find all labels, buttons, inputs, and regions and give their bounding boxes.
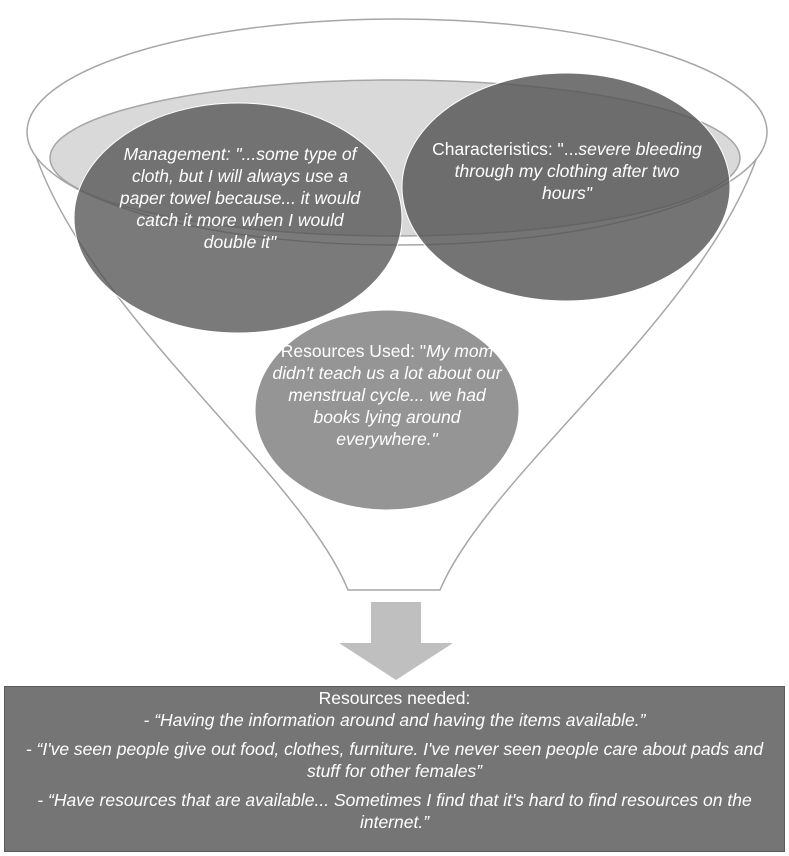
down-arrow-icon [339,602,453,680]
resources-needed-item: - “I've seen people give out food, cloth… [25,739,764,781]
management-quote: ...some type of cloth, but I will always… [119,144,361,252]
characteristics-text: Characteristics: "...severe bleeding thr… [432,138,702,204]
resources-needed-title: Resources needed: [318,688,471,708]
management-text: Management: "...some type of cloth, but … [110,143,370,253]
resources-needed-item: - “Have resources that are available... … [37,790,752,832]
resources-used-quote: My mom didn't teach us a lot about our m… [272,341,502,449]
bubble-management [73,102,403,334]
resources-used-text: Resources Used: "My mom didn't teach us … [272,340,502,450]
characteristics-lead: Characteristics: "... [432,139,579,159]
resources-used-lead: Resources Used: " [280,341,427,361]
resources-needed-box: Resources needed: - “Having the informat… [4,686,785,852]
resources-needed-item: - “Having the information around and hav… [143,710,646,730]
characteristics-quote: severe bleeding through my clothing afte… [454,139,702,203]
bubble-resources-used [254,309,520,511]
management-lead: Management: " [123,144,242,164]
bubble-characteristics [401,72,731,302]
